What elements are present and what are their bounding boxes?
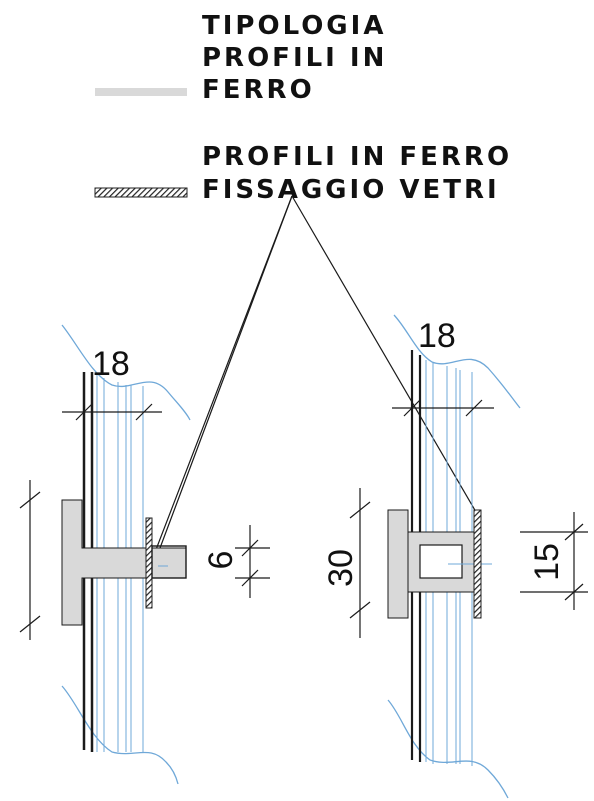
- dimension-label-tube-size: 15: [528, 543, 566, 581]
- dimension-label-profile-thickness: 6: [202, 551, 240, 570]
- dimension-30: [349, 488, 371, 638]
- break-line-top-right: [393, 314, 521, 409]
- dimension-18-left: [62, 403, 162, 421]
- legend-title-line-1: TIPOLOGIA: [202, 11, 386, 41]
- fixing-plate-right: [473, 509, 482, 619]
- dimension-label-glass-thickness-right: 18: [418, 317, 456, 355]
- dimension-label-glass-thickness-left: 18: [92, 345, 130, 383]
- break-line-bottom-right: [387, 699, 509, 799]
- legend-fixing-line-2: FISSAGGIO VETRI: [202, 175, 500, 205]
- dimension-label-profile-height: 30: [322, 549, 360, 587]
- dimension-15: [520, 512, 588, 610]
- profile-flange-left: [151, 545, 187, 579]
- fixing-plate-left: [145, 517, 153, 609]
- detail-left: 18 6: [19, 324, 270, 785]
- dimension-18-right: [392, 399, 494, 417]
- dimension-6: [235, 525, 270, 598]
- legend-title-line-3: FERRO: [202, 75, 315, 105]
- break-line-top-left: [61, 324, 191, 421]
- leader-lines: [151, 195, 477, 561]
- break-line-bottom-left: [61, 685, 179, 785]
- legend-fixing-line-1: PROFILI IN FERRO: [202, 142, 512, 172]
- legend: TIPOLOGIA PROFILI IN FERRO PROFILI IN FE…: [94, 11, 512, 205]
- square-tube-inner: [419, 544, 463, 579]
- dimension-height-left: [19, 480, 41, 640]
- profile-plate-right: [387, 509, 409, 619]
- legend-swatch-fixing-profiles: [94, 187, 188, 198]
- legend-title-line-2: PROFILI IN: [202, 43, 387, 73]
- detail-right: 18 30 15: [322, 314, 588, 799]
- legend-swatch-iron-profiles: [95, 88, 187, 96]
